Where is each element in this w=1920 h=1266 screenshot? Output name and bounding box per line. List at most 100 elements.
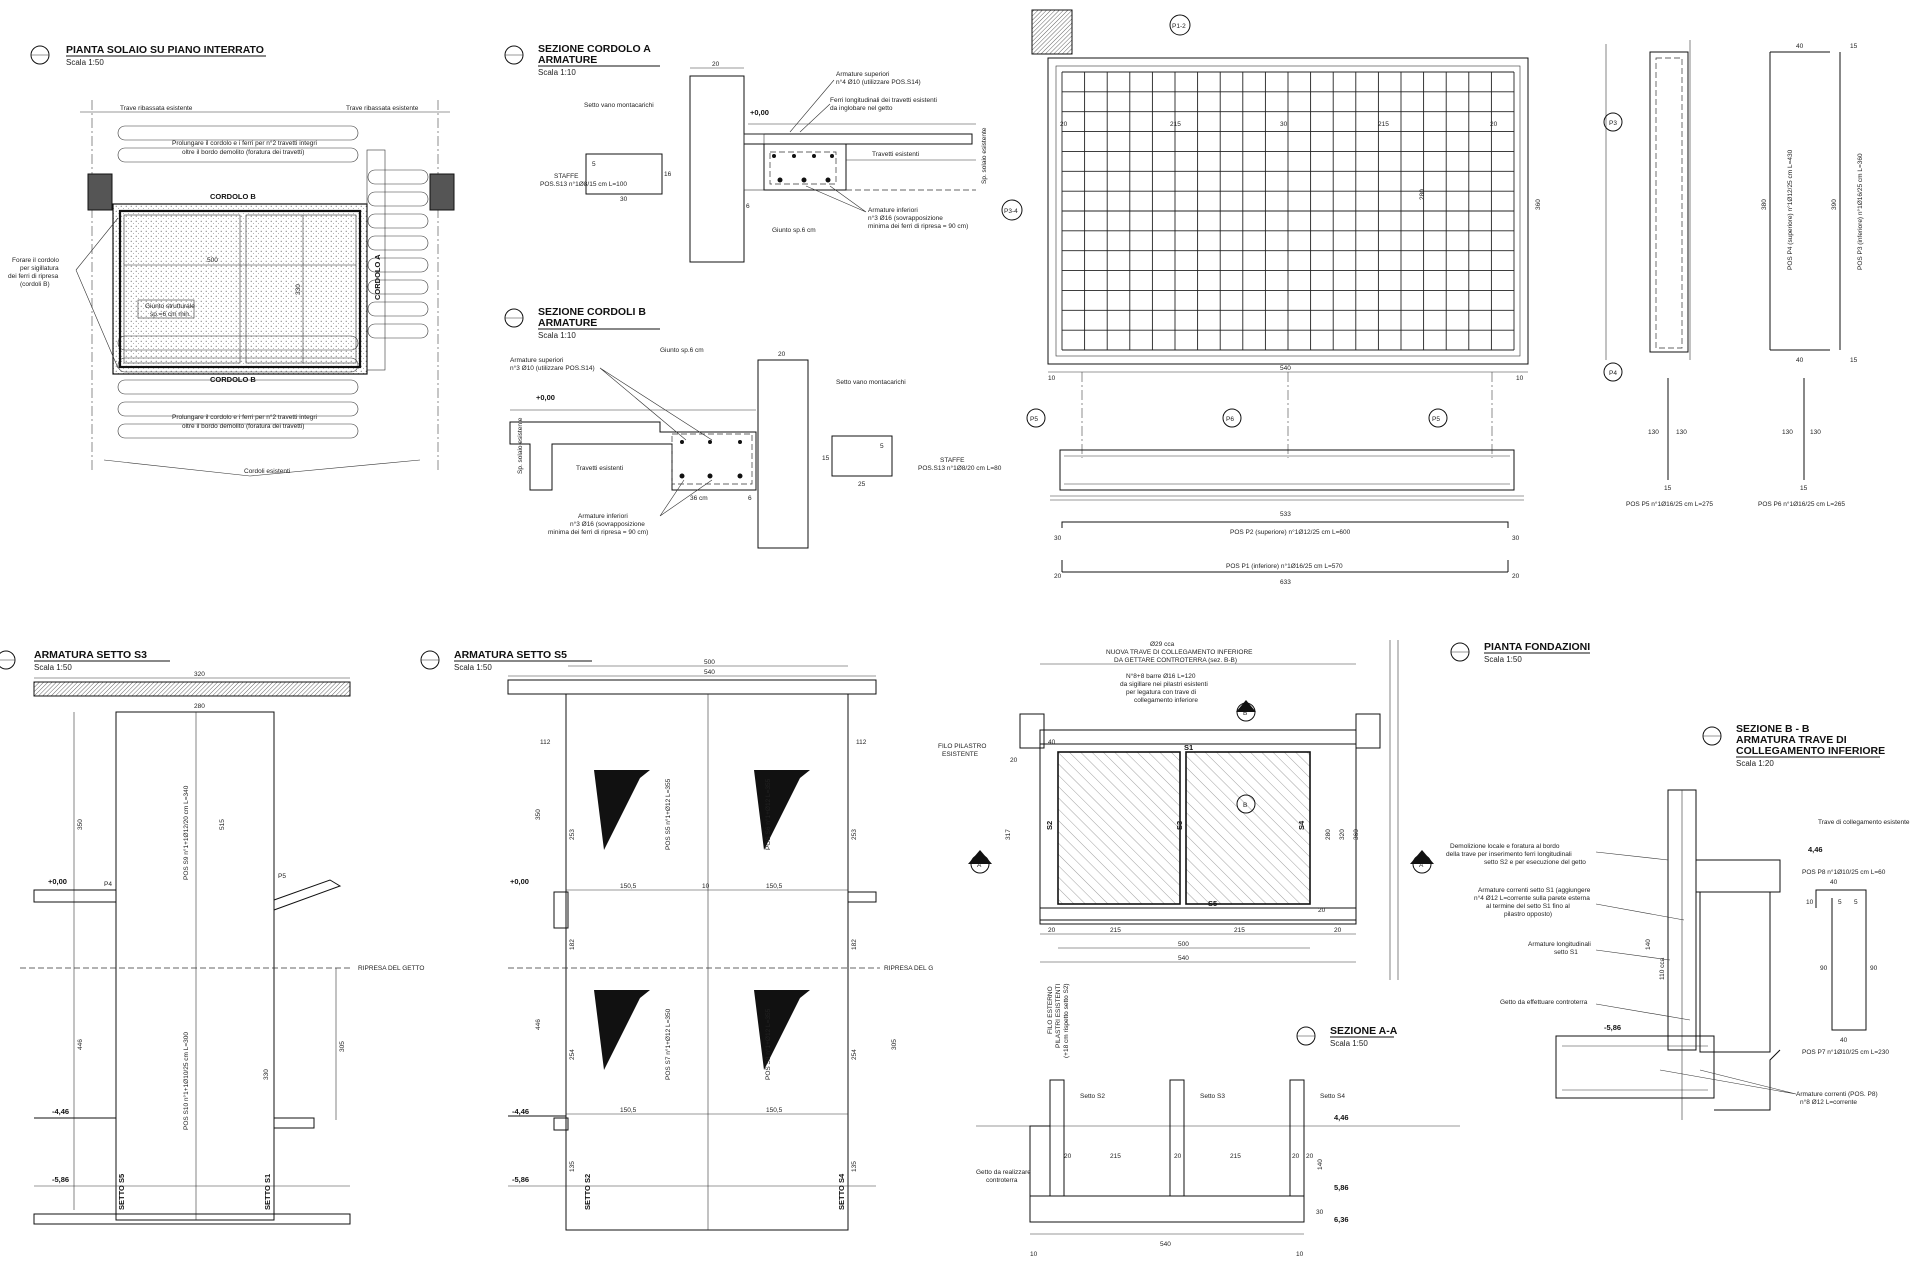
fond-dim-317: 317 xyxy=(1005,829,1012,840)
dim-130a: 130 xyxy=(1648,429,1659,436)
fond-a-left: A xyxy=(977,862,982,869)
s5-dim-1505c: 150,5 xyxy=(620,1107,637,1114)
note-arm-inf-1: Armature inferiori xyxy=(868,207,918,214)
fond-scale: Scala 1:50 xyxy=(1484,655,1522,664)
fond-dim-215b: 215 xyxy=(1234,927,1245,934)
bb-quota-446: 4,46 xyxy=(1808,845,1823,854)
note-prolungare-bot-1: Prolungare il cordolo e i ferri per n°2 … xyxy=(172,413,317,421)
aa-dim-215b: 215 xyxy=(1230,1153,1241,1160)
aa-dim-140: 140 xyxy=(1317,1159,1324,1170)
s5-quota-000: +0,00 xyxy=(510,877,529,886)
s5-setto-s4: SETTO S4 xyxy=(837,1173,846,1210)
fond-b-top: B xyxy=(1243,710,1247,717)
fond-s4: S4 xyxy=(1297,820,1306,830)
s5-pos-d: POS S8 n°1+Ø12 L=355 xyxy=(764,1008,772,1080)
setto-wall-b xyxy=(757,359,809,549)
setto-wall-a xyxy=(689,75,745,263)
aa-dim-20c: 20 xyxy=(1292,1153,1300,1160)
fond-dim-540: 540 xyxy=(1178,955,1189,962)
s5-wall xyxy=(565,693,849,1231)
note-travetti: Travetti esistenti xyxy=(872,151,919,158)
s3-dim-305: 305 xyxy=(339,1041,346,1052)
fond-note-3: DA GETTARE CONTROTERRA (sez. B-B) xyxy=(1114,657,1237,664)
s5-pos-b: POS S6 n°1+Ø12 L=355 xyxy=(764,778,772,850)
aa-setto-s4: Setto S4 xyxy=(1320,1093,1345,1100)
bb-arm-corr-1: Armature correnti (POS. P8) xyxy=(1796,1091,1878,1098)
fond-dim-20d: 20 xyxy=(1334,927,1342,934)
aa-getto-2: controterra xyxy=(986,1177,1018,1184)
cordolo-top-label: CORDOLO B xyxy=(210,192,256,201)
bb-pos-p8: POS P8 n°1Ø10/25 cm L=60 xyxy=(1802,868,1886,876)
s5-quota-446: -4,46 xyxy=(512,1107,529,1116)
aa-quota-446: 4,46 xyxy=(1334,1113,1349,1122)
tag-p5b: P5 xyxy=(1432,416,1440,423)
quota-000-b: +0,00 xyxy=(536,393,555,402)
dim-500: 500 xyxy=(207,257,218,264)
pianta-scale: Scala 1:50 xyxy=(66,58,104,67)
dim-20d: 20 xyxy=(1512,573,1520,580)
tag-p3-4: P3-4 xyxy=(1004,208,1018,215)
sez-b-scale: Scala 1:10 xyxy=(538,331,576,340)
dim-30a: 30 xyxy=(1054,535,1062,542)
s3-quota-446: -4,46 xyxy=(52,1107,69,1116)
s5-title: ARMATURA SETTO S5 xyxy=(454,649,567,661)
note-prolungare-top-1: Prolungare il cordolo e i ferri per n°2 … xyxy=(172,139,317,147)
fond-dim-215a: 215 xyxy=(1110,927,1121,934)
bb-dim-10: 10 xyxy=(1806,899,1814,906)
s3-dim-280: 280 xyxy=(194,703,205,710)
dim-10a: 10 xyxy=(1048,375,1056,382)
note-travetti-b: Travetti esistenti xyxy=(576,465,623,472)
s3-pos-s10: POS S10 n°1+1Ø10/25 cm L=300 xyxy=(182,1032,190,1130)
bb-dim-5a: 5 xyxy=(1838,899,1842,906)
note-giunto-2: sp.=6 cm min. xyxy=(150,311,191,318)
tag-p1-2: P1-2 xyxy=(1172,23,1186,30)
pos-p3: POS P3 (inferiore) n°1Ø16/25 cm L=360 xyxy=(1856,153,1864,270)
s5-dim-1505a: 150,5 xyxy=(620,883,637,890)
fond-a-right: A xyxy=(1419,862,1424,869)
note-giunto: Giunto sp.6 cm xyxy=(772,227,816,234)
fond-dim-40: 40 xyxy=(1048,739,1056,746)
bb-demol-3: setto S2 e per esecuzione del getto xyxy=(1484,859,1586,866)
bb-pos-p7: POS P7 n°1Ø10/25 cm L=230 xyxy=(1802,1048,1889,1056)
bb-arm-3: al termine del setto S1 fino al xyxy=(1486,903,1570,910)
aa-dim-20b: 20 xyxy=(1174,1153,1182,1160)
note-arm-inf-b-3: minima dei ferri di ripresa = 90 cm) xyxy=(548,529,648,536)
bb-dim-90b: 90 xyxy=(1870,965,1878,972)
fond-b-bot: B xyxy=(1243,802,1247,809)
dim-40a: 40 xyxy=(1796,43,1804,50)
staffa-a-shape xyxy=(585,153,663,195)
fond-bay-left xyxy=(1057,751,1181,905)
s5-scale: Scala 1:50 xyxy=(454,663,492,672)
fond-note-2: NUOVA TRAVE DI COLLEGAMENTO INFERIORE xyxy=(1106,649,1253,656)
s3-setto-s1: SETTO S1 xyxy=(263,1174,272,1210)
pillar-platea xyxy=(1031,9,1073,55)
pos-p5: POS P5 n°1Ø16/25 cm L=275 xyxy=(1626,500,1713,508)
platea-rebar-plan: P1-2 P3-4 20 215 30 215 20 280 360 540 1… xyxy=(1001,9,1864,586)
bb-arm-4: pilastro opposto) xyxy=(1504,911,1552,918)
s5-dim-10: 10 xyxy=(702,883,710,890)
fond-n4: collegamento inferiore xyxy=(1134,697,1198,704)
fond-s5: S5 xyxy=(1208,899,1217,908)
fond-dim-20: 20 xyxy=(1010,757,1018,764)
note-setto-b: Setto vano montacarichi xyxy=(836,379,906,386)
staffe-label: STAFFE xyxy=(554,173,579,180)
dim-280: 280 xyxy=(1419,189,1426,200)
aa-setto-s3: Setto S3 xyxy=(1200,1093,1225,1100)
sezione-cordolo-a-view: SEZIONE CORDOLO A ARMATURE Scala 1:10 20… xyxy=(504,43,988,263)
dim-30: 30 xyxy=(1280,121,1288,128)
bb-arm-2: n°4 Ø12 L=corrente sulla parete esterna xyxy=(1474,894,1590,902)
s5-dim-305: 305 xyxy=(891,1039,898,1050)
aa-dim-20e: 20 xyxy=(1306,1153,1314,1160)
note-arm-sup-2: n°4 Ø10 (utilizzare POS.S14) xyxy=(836,78,921,86)
dim-130b: 130 xyxy=(1676,429,1687,436)
dim-533: 533 xyxy=(1280,511,1291,518)
note-arm-sup-b-1: Armature superiori xyxy=(510,357,563,364)
fond-filo-est-1: FILO ESTERNO xyxy=(1047,986,1054,1034)
pianta-title: PIANTA SOLAIO SU PIANO INTERRATO xyxy=(66,44,264,56)
bb-dim-90a: 90 xyxy=(1820,965,1828,972)
dim-330: 330 xyxy=(295,284,302,295)
aa-dim-10a: 10 xyxy=(1030,1251,1038,1258)
aa-scale: Scala 1:50 xyxy=(1330,1039,1368,1048)
bb-title-3: COLLEGAMENTO INFERIORE xyxy=(1736,745,1885,757)
fond-title: PIANTA FONDAZIONI xyxy=(1484,641,1590,653)
